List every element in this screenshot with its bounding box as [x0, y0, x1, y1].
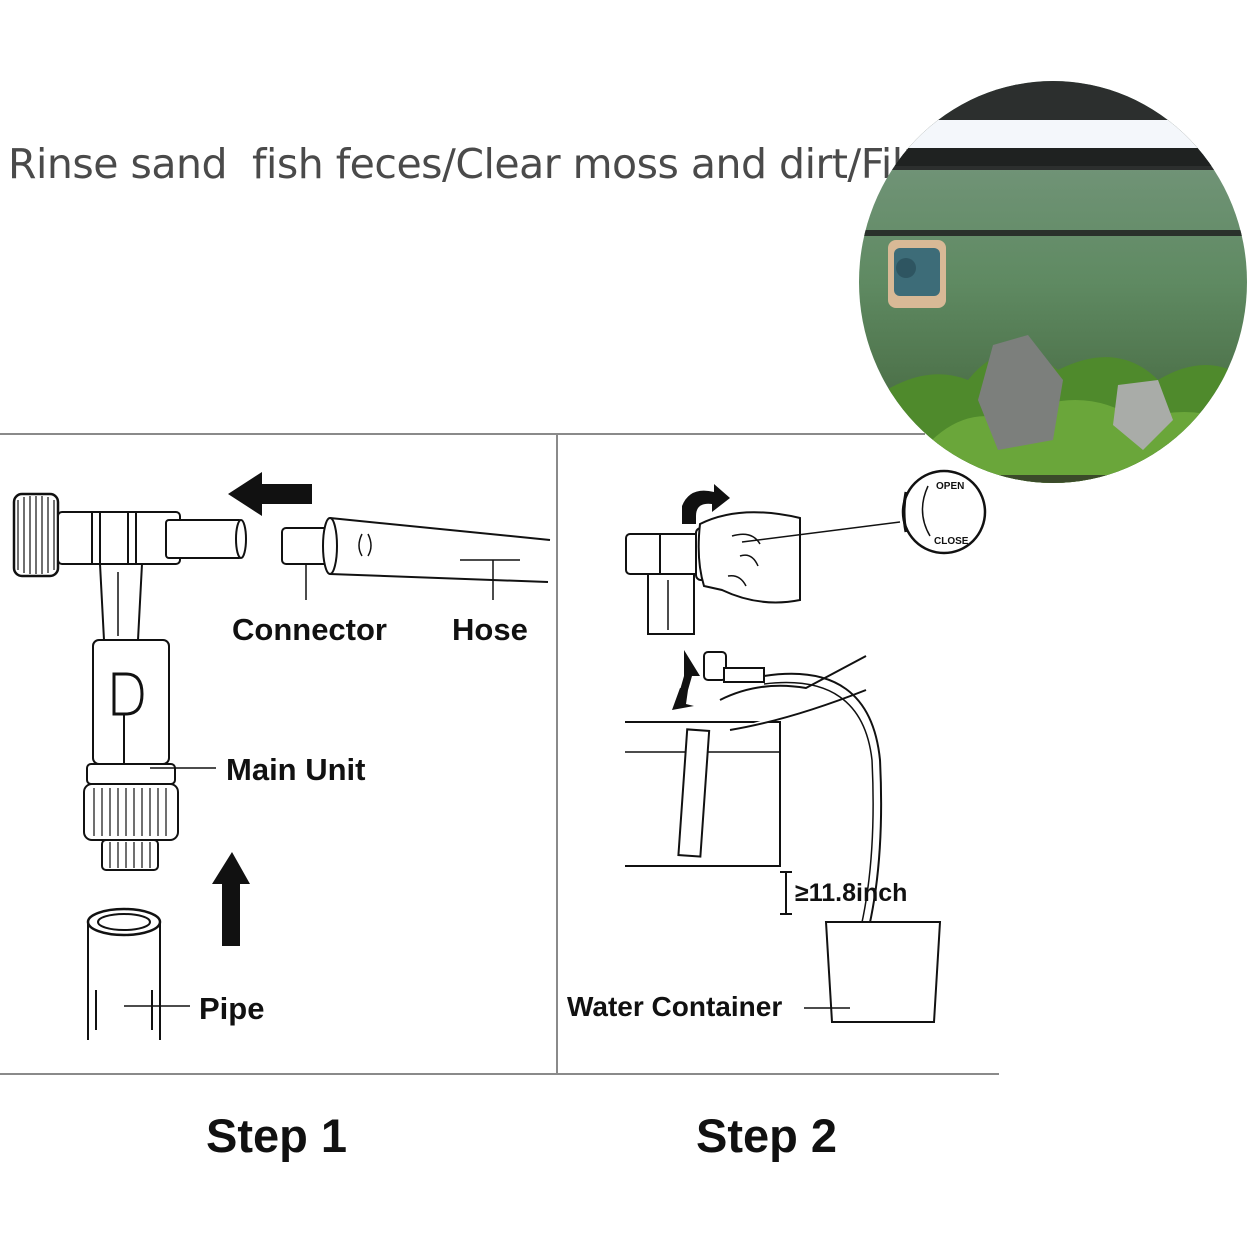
- step1-diagram: [12, 472, 551, 1040]
- step1-title: Step 1: [206, 1109, 348, 1162]
- label-connector: Connector: [232, 612, 387, 647]
- label-pipe: Pipe: [199, 991, 265, 1026]
- label-height: ≥11.8inch: [795, 879, 908, 907]
- knob-open-label: OPEN: [936, 481, 965, 492]
- knob-close-label: CLOSE: [934, 536, 969, 547]
- step2-diagram: [625, 469, 987, 1023]
- aquarium-photo: [858, 80, 1248, 484]
- label-main-unit: Main Unit: [226, 752, 366, 787]
- label-hose: Hose: [452, 612, 528, 647]
- label-water-container: Water Container: [567, 991, 783, 1022]
- step2-title: Step 2: [696, 1109, 838, 1162]
